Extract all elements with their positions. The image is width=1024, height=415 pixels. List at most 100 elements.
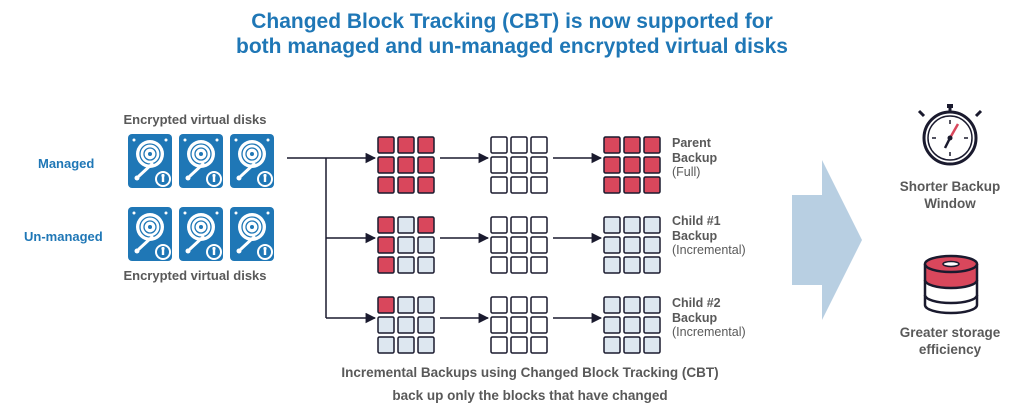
encrypted-disks-top-label: Encrypted virtual disks (123, 112, 267, 127)
changed-block (377, 296, 395, 314)
unchanged-block (417, 316, 435, 334)
unchanged-block (603, 256, 621, 274)
empty-block (530, 156, 548, 174)
empty-block (530, 336, 548, 354)
title-line-1: Changed Block Tracking (CBT) is now supp… (251, 10, 773, 33)
empty-block (490, 136, 508, 154)
changed-block (397, 136, 415, 154)
unchanged-block (623, 236, 641, 254)
empty-block (490, 296, 508, 314)
unchanged-block (603, 336, 621, 354)
unchanged-block (603, 296, 621, 314)
unchanged-block (397, 256, 415, 274)
encrypted-disk-icon (228, 205, 276, 263)
empty-block (490, 316, 508, 334)
unchanged-block (603, 236, 621, 254)
unchanged-block (643, 216, 661, 234)
unchanged-block (623, 316, 641, 334)
flow-connectors (287, 152, 603, 324)
stopwatch-icon (917, 104, 983, 166)
empty-block (530, 256, 548, 274)
encrypted-disk-icon (177, 205, 225, 263)
changed-block (417, 176, 435, 194)
encrypted-disks-bottom-label: Encrypted virtual disks (123, 268, 267, 283)
big-arrow-icon (792, 160, 862, 320)
changed-block (377, 136, 395, 154)
changed-block (603, 136, 621, 154)
empty-block (510, 156, 528, 174)
empty-block (530, 136, 548, 154)
empty-block (530, 316, 548, 334)
unchanged-block (623, 336, 641, 354)
changed-block (643, 176, 661, 194)
changed-block (643, 156, 661, 174)
unchanged-block (417, 256, 435, 274)
empty-block (510, 316, 528, 334)
changed-block (377, 236, 395, 254)
unchanged-block (397, 216, 415, 234)
unchanged-block (417, 236, 435, 254)
empty-block (510, 236, 528, 254)
unchanged-block (397, 296, 415, 314)
encrypted-disk-icon (126, 205, 174, 263)
unchanged-block (643, 336, 661, 354)
empty-block (490, 176, 508, 194)
unchanged-block (643, 256, 661, 274)
changed-block (397, 176, 415, 194)
unchanged-block (623, 216, 641, 234)
database-icon (923, 254, 979, 315)
empty-block (510, 336, 528, 354)
footer-line-1: Incremental Backups using Changed Block … (341, 365, 719, 380)
unchanged-block (397, 336, 415, 354)
changed-block (623, 136, 641, 154)
empty-block (530, 176, 548, 194)
empty-block (510, 296, 528, 314)
empty-block (490, 236, 508, 254)
changed-block (377, 256, 395, 274)
empty-block (490, 156, 508, 174)
unchanged-block (417, 296, 435, 314)
title-line-2: both managed and un-managed encrypted vi… (236, 35, 788, 58)
empty-block (490, 256, 508, 274)
empty-block (510, 136, 528, 154)
empty-block (530, 296, 548, 314)
unchanged-block (603, 316, 621, 334)
changed-block (623, 176, 641, 194)
changed-block (643, 136, 661, 154)
empty-block (490, 336, 508, 354)
changed-block (377, 156, 395, 174)
managed-label: Managed (38, 156, 95, 171)
changed-block (377, 176, 395, 194)
encrypted-disk-icon (228, 132, 276, 190)
changed-block (397, 156, 415, 174)
changed-block (417, 156, 435, 174)
unchanged-block (643, 236, 661, 254)
changed-block (417, 216, 435, 234)
encrypted-disk-icon (177, 132, 225, 190)
unchanged-block (603, 216, 621, 234)
unchanged-block (623, 296, 641, 314)
unchanged-block (377, 336, 395, 354)
empty-block (530, 216, 548, 234)
block-grids (377, 136, 661, 354)
unchanged-block (643, 296, 661, 314)
changed-block (603, 156, 621, 174)
unchanged-block (397, 236, 415, 254)
changed-block (603, 176, 621, 194)
unchanged-block (643, 316, 661, 334)
changed-block (377, 216, 395, 234)
empty-block (510, 216, 528, 234)
footer-line-2: back up only the blocks that have change… (392, 388, 668, 403)
changed-block (417, 136, 435, 154)
unchanged-block (623, 256, 641, 274)
unchanged-block (397, 316, 415, 334)
empty-block (490, 216, 508, 234)
unmanaged-label: Un-managed (24, 229, 103, 244)
encrypted-disk-icon (126, 132, 174, 190)
unchanged-block (417, 336, 435, 354)
